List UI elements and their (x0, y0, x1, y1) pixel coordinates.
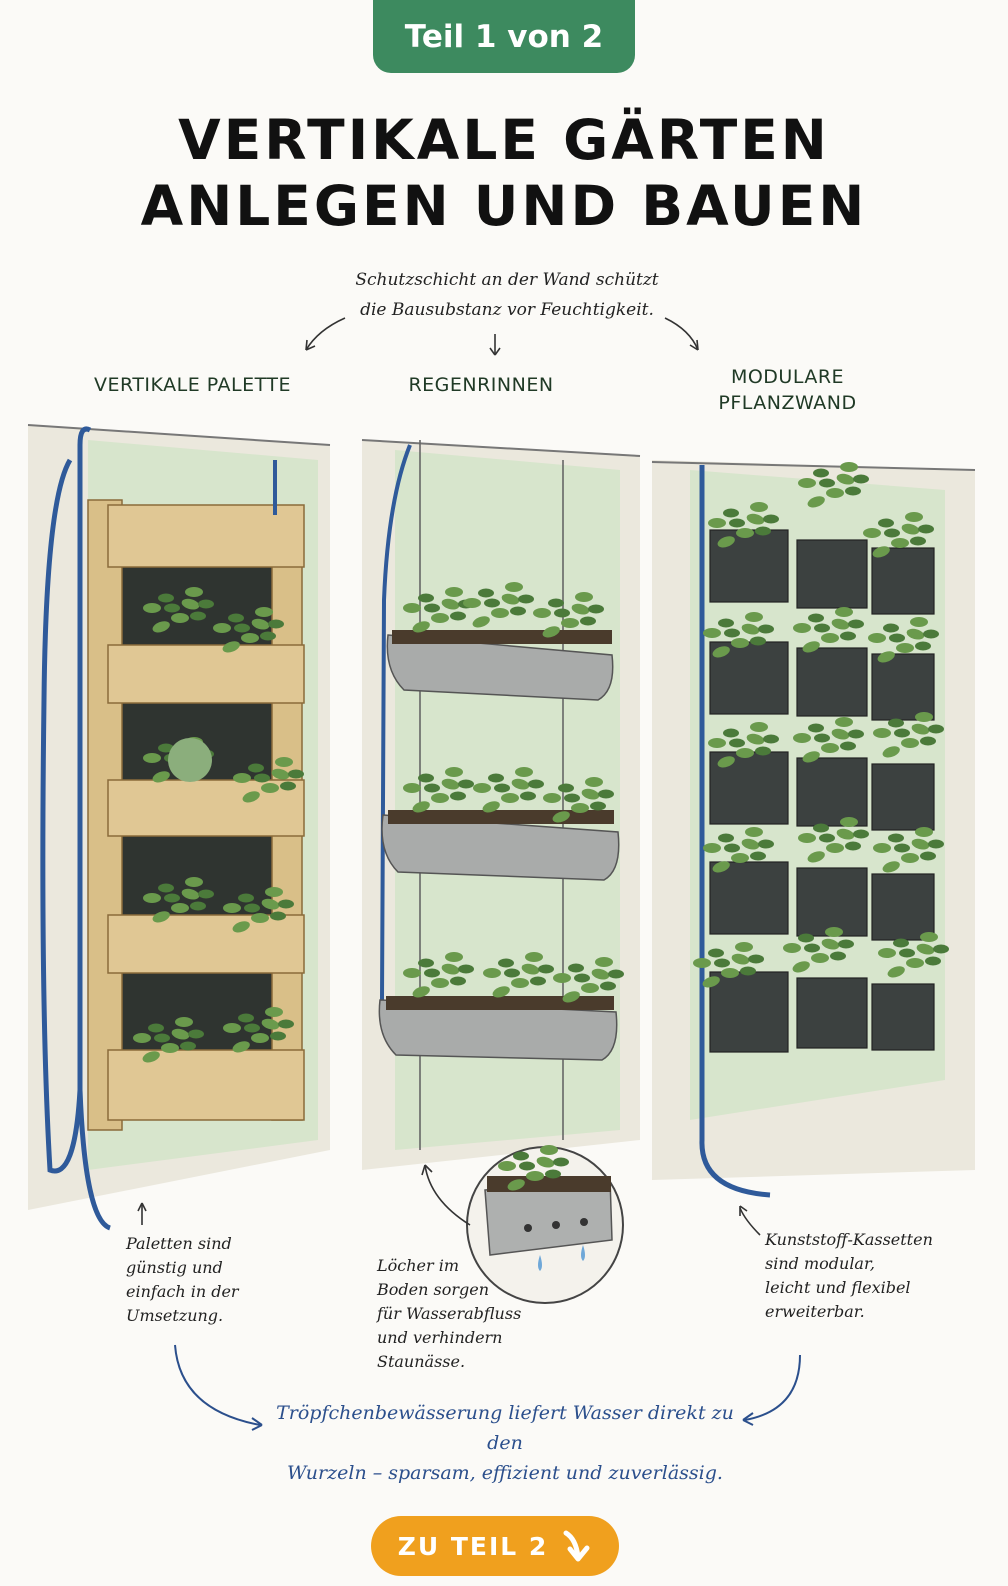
arrow-down-right-icon (563, 1530, 590, 1562)
modular-wall-illustration (651, 460, 976, 1198)
gutter-illustration (361, 439, 641, 1304)
modular-note: Kunststoff-Kassetten sind modular, leich… (765, 1230, 933, 1321)
next-part-label: ZU TEIL 2 (397, 1531, 549, 1561)
pallet-illustration (27, 424, 331, 1231)
irrigation-note: Tröpfchenbewässerung liefert Wasser dire… (276, 1402, 734, 1484)
next-part-button[interactable]: ZU TEIL 2 (371, 1516, 619, 1576)
part-badge: Teil 1 von 2 (373, 0, 635, 73)
column-label-gutter: REGENRINNEN (408, 374, 554, 396)
palette-note: Paletten sind günstig und einfach in der… (126, 1234, 239, 1325)
note-arrows (305, 317, 699, 356)
column-label-palette: VERTIKALE PALETTE (94, 374, 291, 396)
gutter-note: Löcher im Boden sorgen für Wasserabfluss… (377, 1256, 522, 1371)
page-title-line1: VERTIKALE GÄRTEN (178, 108, 830, 172)
part-badge-label: Teil 1 von 2 (404, 18, 604, 55)
page-title-line2: ANLEGEN UND BAUEN (140, 174, 868, 238)
wall-protection-note: Schutzschicht an der Wand schützt die Ba… (355, 270, 659, 320)
column-label-modular: MODULARE PFLANZWAND (718, 366, 857, 414)
